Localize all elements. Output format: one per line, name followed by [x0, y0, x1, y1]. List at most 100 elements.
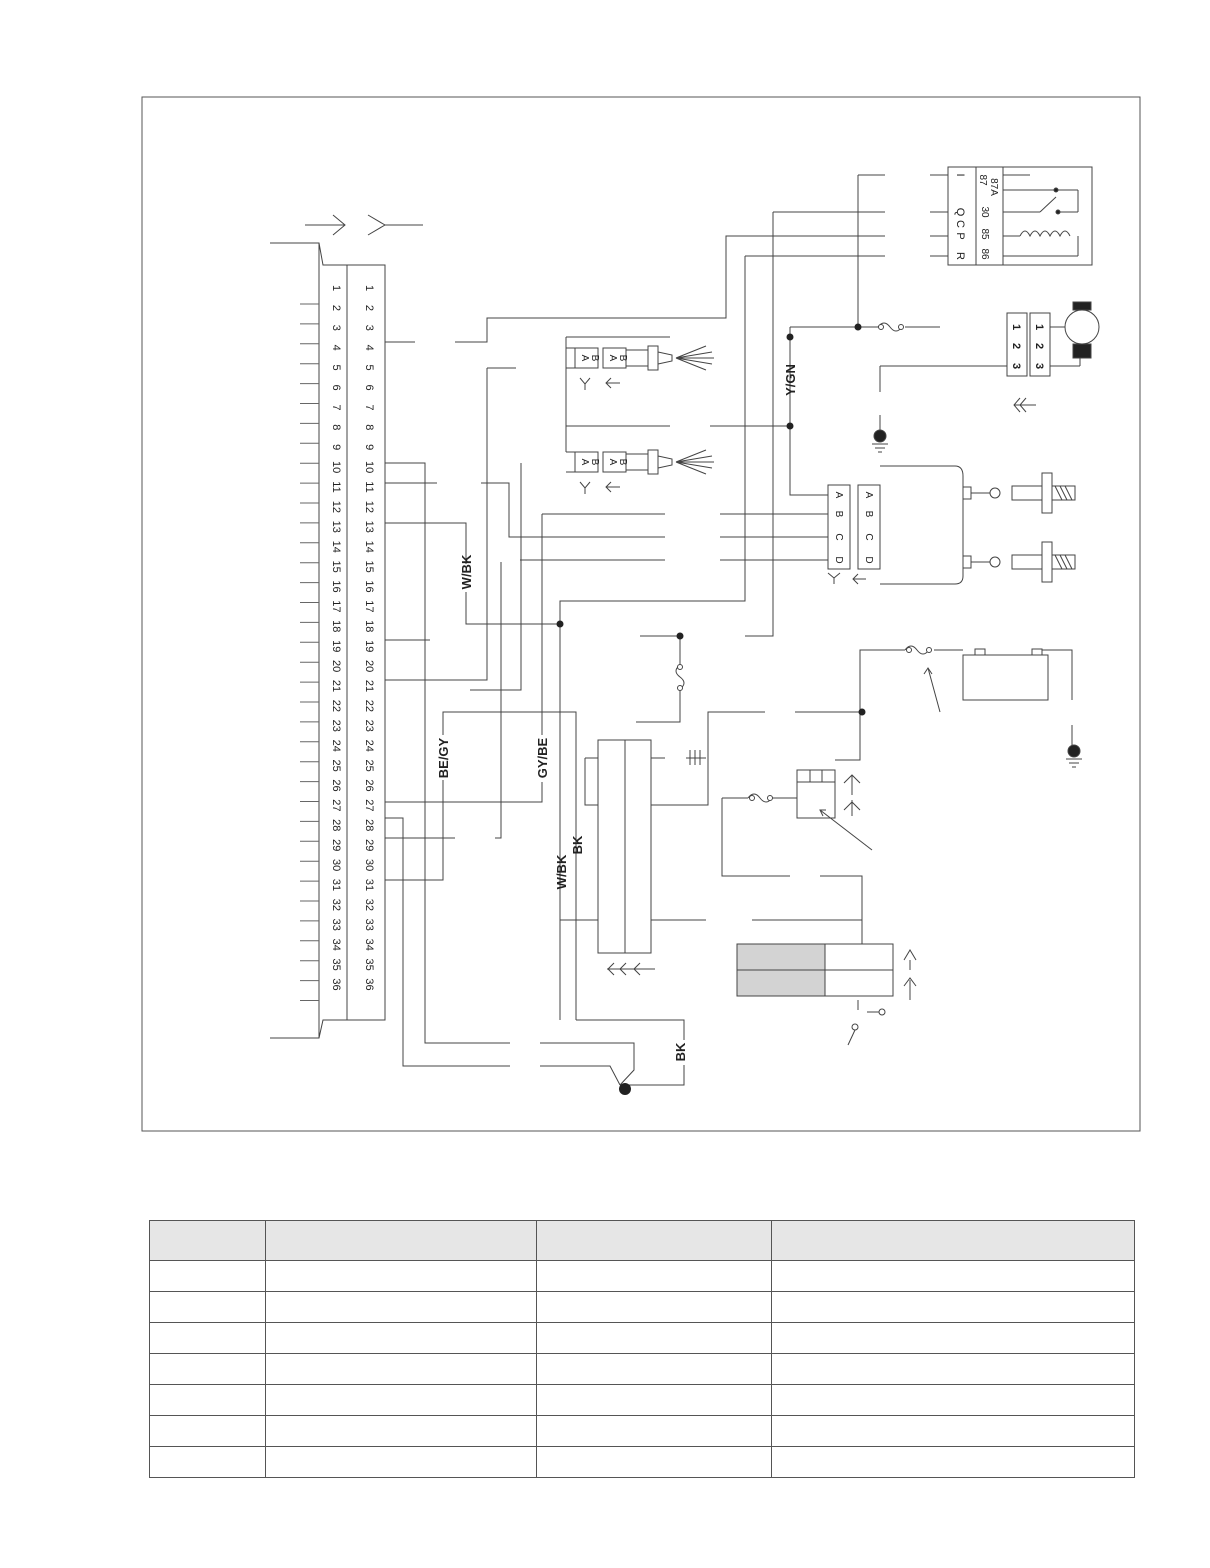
ecu-pin-label: 36	[363, 978, 375, 990]
ecu-pin-label: 16	[363, 580, 375, 592]
ecu-pin-label: 5	[363, 365, 375, 371]
wiring-diagram: 1234567891011121314151617181920212223242…	[141, 96, 1141, 1132]
ecu-pin-label: 8	[363, 424, 375, 430]
table-cell	[265, 1415, 537, 1447]
splice-dot	[854, 323, 862, 331]
splice-dot	[786, 333, 794, 341]
diagram-frame	[141, 96, 1141, 1132]
ecu-pin-label: 15	[330, 560, 342, 572]
ecu-pin-label: 26	[363, 779, 375, 791]
table-cell	[536, 1322, 772, 1354]
wire-color-label: BE/GY	[436, 737, 451, 778]
ecu-pin-label: 15	[363, 560, 375, 572]
legend-table	[149, 1220, 1135, 1478]
connector-letter: B	[617, 355, 628, 362]
ecu-pin-label: 6	[363, 384, 375, 390]
ecu-pin-label: 27	[330, 799, 342, 811]
ecu-pin-label: 19	[330, 640, 342, 652]
relay-inner-pin-labels: 87 87A 30 85 86	[977, 174, 999, 260]
ecu-pin-label: 29	[363, 839, 375, 851]
ecu-pin-label: 30	[330, 859, 342, 871]
ecu-pin-leads	[300, 303, 319, 1001]
table-cell	[536, 1291, 772, 1323]
motor-pin-label: 2	[1010, 343, 1022, 349]
ecu-pin-label: 7	[363, 404, 375, 410]
ecu-pin-label: 23	[363, 720, 375, 732]
ecu-pin-label: 18	[363, 620, 375, 632]
splice-dot	[858, 708, 866, 716]
ground-symbol-icon	[1066, 744, 1082, 768]
ecu-pin-label: 20	[330, 660, 342, 672]
table-row	[149, 1353, 1135, 1385]
ecu-pin-label: 30	[363, 859, 375, 871]
ecu-pin-label: 34	[330, 939, 342, 951]
table-header-cell	[536, 1220, 772, 1261]
table-cell	[536, 1353, 772, 1385]
ecu-pin-label: 32	[330, 899, 342, 911]
terminal-block	[597, 739, 706, 976]
motor-connector	[1006, 301, 1100, 377]
connector-letter: A	[833, 492, 844, 499]
motor-pin-label: 1	[1033, 324, 1045, 330]
ecu-pin-label: 36	[330, 978, 342, 990]
connector-letter: B	[589, 459, 600, 466]
ecu-pin-label: 10	[363, 461, 375, 473]
ecu-pin-label: 10	[330, 461, 342, 473]
fuse-icon	[877, 322, 904, 332]
motor-pin-label: 3	[1033, 363, 1045, 369]
ecu-pin-label: 20	[363, 660, 375, 672]
wire-color-labels: Y/GN W/BK BE/GY GY/BE W/BK BK BK	[436, 364, 798, 1061]
ecu-pin-label: 18	[330, 620, 342, 632]
sensor-connector-labels: A B A B A B A B	[579, 355, 628, 466]
connector-letter: D	[863, 556, 874, 563]
relay-box	[930, 166, 1093, 266]
ecu-pin-label: 23	[330, 720, 342, 732]
ecu-pin-label: 17	[330, 600, 342, 612]
wire-color-label: GY/BE	[535, 737, 550, 778]
wire-harness	[385, 174, 1073, 1086]
table-cell	[771, 1446, 1135, 1478]
motor-pin-label: 2	[1033, 343, 1045, 349]
table-cell	[536, 1260, 772, 1292]
table-cell	[265, 1291, 537, 1323]
motor-icon	[1064, 309, 1100, 345]
double-arrow-icon	[1013, 397, 1036, 413]
table-cell	[265, 1446, 537, 1478]
ecu-pin-label: 28	[363, 819, 375, 831]
ecu-pin-label: 4	[363, 345, 375, 351]
connector-letter: A	[607, 355, 618, 362]
table-cell	[149, 1446, 266, 1478]
ecu-pin-label: 14	[363, 541, 375, 553]
ecu-pin-label: 8	[330, 424, 342, 430]
table-cell	[265, 1353, 537, 1385]
fuse-icon	[747, 793, 773, 803]
wire-color-label: BK	[570, 835, 585, 854]
table-cell	[771, 1415, 1135, 1447]
ecu-pin-label: 2	[330, 305, 342, 311]
table-cell	[149, 1353, 266, 1385]
table-cell	[265, 1260, 537, 1292]
motor-pin-labels: 1 2 3 1 2 3	[1010, 324, 1045, 369]
ecu-pin-label: 31	[363, 879, 375, 891]
ecu-pin-label: 16	[330, 580, 342, 592]
wire-color-label: BK	[673, 1042, 688, 1061]
table-cell	[536, 1415, 772, 1447]
table-row	[149, 1415, 1135, 1447]
relay-outer-pin-labels: I Q C P R	[954, 173, 966, 260]
connector-letter: A	[579, 355, 590, 362]
connector-letter: B	[833, 511, 844, 518]
battery-icon	[962, 648, 1049, 701]
ground-point-icon	[619, 1083, 631, 1095]
motor-pin-label: 1	[1010, 324, 1022, 330]
table-cell	[771, 1260, 1135, 1292]
relay-pin-label: 85	[979, 228, 990, 240]
connector-letter: D	[833, 556, 844, 563]
coil-connector-labels: A B C D A B C D	[833, 492, 874, 564]
table-cell	[149, 1322, 266, 1354]
ecu-pin-label: 26	[330, 779, 342, 791]
relay-pin-label: R	[954, 252, 966, 260]
table-cell	[149, 1415, 266, 1447]
splice-dot	[556, 620, 564, 628]
table-row	[149, 1322, 1135, 1354]
ecu-pin-label: 13	[363, 521, 375, 533]
